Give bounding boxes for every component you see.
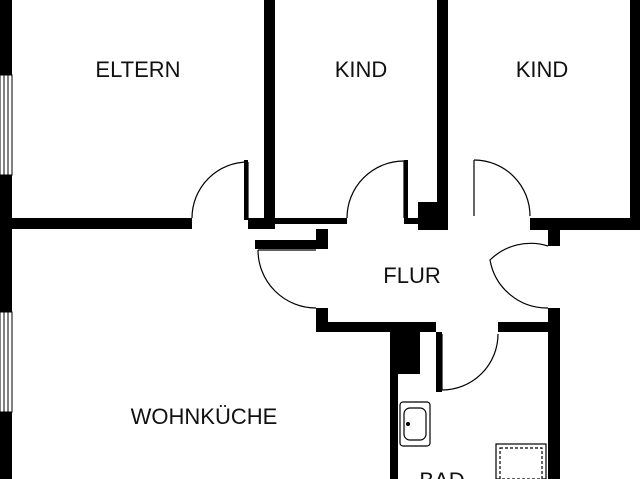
door-bad: [441, 333, 499, 391]
door-kind1: [346, 160, 405, 219]
window-wohnkueche: [0, 311, 13, 413]
fixtures: [399, 401, 547, 479]
wall-eltern-kind: [264, 0, 275, 229]
window-eltern: [0, 74, 13, 176]
wall-bad-door-jamb: [436, 332, 442, 392]
wall-eltern-door-jamb: [244, 160, 248, 220]
chimney-block: [418, 202, 448, 230]
wall-eltern-bottom: [12, 218, 192, 229]
exterior-wall-right-top: [630, 0, 640, 230]
wall-flur-right-upper: [548, 230, 560, 246]
wall-bad-left-thick: [390, 322, 420, 374]
room-label-kind-2: KIND: [516, 57, 569, 82]
wall-eltern-bottom-right: [248, 218, 266, 229]
wall-flur-bottom-right: [498, 322, 560, 332]
wall-kind2-bottom: [530, 218, 640, 230]
wall-bad-right: [548, 308, 560, 479]
wall-kind-kind: [437, 0, 448, 230]
room-label-flur: FLUR: [383, 263, 440, 288]
wall-kind1-bottom-left: [275, 218, 347, 224]
room-labels: ELTERN KIND KIND FLUR WOHNKÜCHE BAD: [95, 57, 568, 479]
room-label-eltern: ELTERN: [95, 57, 180, 82]
wall-kind1-door-jamb: [404, 160, 408, 218]
wall-flur-left-top: [255, 240, 328, 249]
door-eltern: [191, 161, 249, 219]
room-label-bad: BAD: [419, 468, 464, 479]
wall-kind1-bottom-right: [404, 218, 418, 224]
room-label-kind-1: KIND: [335, 57, 388, 82]
doors: [191, 159, 549, 391]
room-label-wohnkueche: WOHNKÜCHE: [131, 404, 278, 429]
door-wohnkueche: [257, 249, 317, 309]
wall-bad-left: [390, 374, 398, 479]
door-flur-right: [489, 242, 549, 309]
wall-flur-bottom-left: [316, 322, 436, 332]
door-kind2: [473, 159, 531, 217]
windows: [0, 74, 13, 413]
